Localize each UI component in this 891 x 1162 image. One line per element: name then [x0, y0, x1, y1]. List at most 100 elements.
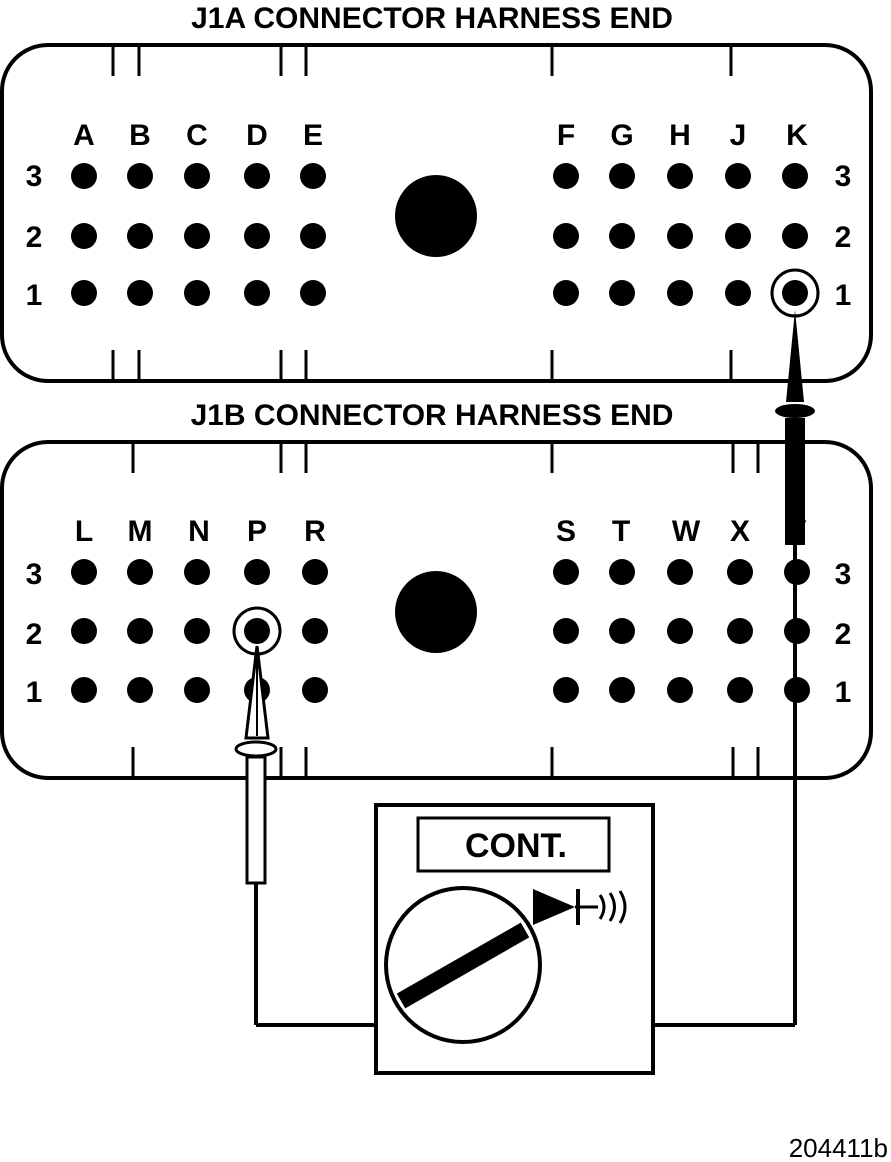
j1a-center-post — [395, 175, 477, 257]
pin-n2 — [184, 618, 210, 644]
j1a-row-3-right: 3 — [835, 160, 852, 193]
multimeter: CONT. — [374, 803, 655, 1075]
j1a-col-h: H — [669, 119, 691, 152]
j1b-col-m: M — [128, 515, 153, 548]
j1b-row-2-right: 2 — [835, 618, 852, 651]
j1b-row-2-left: 2 — [26, 618, 43, 651]
pin-w3 — [667, 559, 693, 585]
multimeter-display-text: CONT. — [465, 827, 567, 865]
j1a-col-c: C — [186, 119, 208, 152]
figure-id: 204411b — [789, 1133, 888, 1162]
j1b-title: J1B CONNECTOR HARNESS END — [191, 399, 674, 432]
j1a-row-1-left: 1 — [26, 279, 43, 312]
j1b-col-s: S — [556, 515, 576, 548]
pin-b3 — [127, 163, 153, 189]
probe-right — [653, 310, 815, 1027]
pin-j1 — [725, 280, 751, 306]
j1a-row-2-left: 2 — [26, 221, 43, 254]
pin-s2 — [553, 618, 579, 644]
pin-h3 — [667, 163, 693, 189]
pin-f3 — [553, 163, 579, 189]
diode-continuity-icon — [533, 889, 627, 925]
pin-c2 — [184, 223, 210, 249]
pin-w2 — [667, 618, 693, 644]
pin-k2 — [782, 223, 808, 249]
pin-h2 — [667, 223, 693, 249]
j1a-connector: J1A CONNECTOR HARNESS END A B C D E F G … — [0, 2, 873, 383]
j1b-col-x: X — [730, 515, 750, 548]
probe-right-handle — [785, 418, 805, 545]
pin-d2 — [244, 223, 270, 249]
pin-a3 — [71, 163, 97, 189]
j1a-pin-grid — [71, 163, 808, 306]
pin-b2 — [127, 223, 153, 249]
j1b-key-ticks — [131, 442, 760, 778]
j1b-connector: J1B CONNECTOR HARNESS END L M N P R S T … — [0, 399, 873, 780]
j1b-col-r: R — [304, 515, 326, 548]
pin-l2 — [71, 618, 97, 644]
j1b-col-t: T — [612, 515, 630, 548]
probe-left-handle — [245, 755, 267, 885]
pin-n1 — [184, 677, 210, 703]
pin-p3 — [244, 559, 270, 585]
multimeter-selector-pointer — [396, 922, 530, 1009]
pin-e3 — [300, 163, 326, 189]
j1a-col-k: K — [786, 119, 808, 152]
pin-s3 — [553, 559, 579, 585]
pin-t2 — [609, 618, 635, 644]
pin-a1 — [71, 280, 97, 306]
pin-p2 — [244, 618, 270, 644]
j1a-row-1-right: 1 — [835, 279, 852, 312]
pin-l3 — [71, 559, 97, 585]
pin-d3 — [244, 163, 270, 189]
pin-x1 — [727, 677, 753, 703]
j1b-row-1-right: 1 — [835, 676, 852, 709]
pin-g3 — [609, 163, 635, 189]
j1a-title: J1A CONNECTOR HARNESS END — [191, 2, 673, 35]
pin-f2 — [553, 223, 579, 249]
pin-x3 — [727, 559, 753, 585]
pin-m2 — [127, 618, 153, 644]
j1a-col-d: D — [246, 119, 268, 152]
j1a-col-e: E — [303, 119, 323, 152]
j1b-col-l: L — [75, 515, 93, 548]
pin-m1 — [127, 677, 153, 703]
pin-c1 — [184, 280, 210, 306]
j1a-col-j: J — [730, 119, 747, 152]
pin-k1 — [782, 280, 808, 306]
j1b-pin-grid — [71, 559, 810, 703]
pin-e2 — [300, 223, 326, 249]
j1b-row-1-left: 1 — [26, 676, 43, 709]
pin-s1 — [553, 677, 579, 703]
pin-t1 — [609, 677, 635, 703]
pin-h1 — [667, 280, 693, 306]
pin-k3 — [782, 163, 808, 189]
pin-w1 — [667, 677, 693, 703]
pin-b1 — [127, 280, 153, 306]
j1a-row-3-left: 3 — [26, 160, 43, 193]
multimeter-display — [416, 816, 611, 873]
pin-d1 — [244, 280, 270, 306]
pin-c3 — [184, 163, 210, 189]
j1a-housing — [0, 43, 873, 383]
j1a-row-2-right: 2 — [835, 221, 852, 254]
j1a-col-g: G — [610, 119, 633, 152]
pin-t3 — [609, 559, 635, 585]
j1b-center-post — [395, 571, 477, 653]
j1a-col-b: B — [129, 119, 151, 152]
j1a-col-a: A — [73, 119, 95, 152]
j1b-row-3-right: 3 — [835, 558, 852, 591]
j1b-col-p: P — [247, 515, 267, 548]
pin-m3 — [127, 559, 153, 585]
probe-right-guard — [775, 404, 815, 418]
pin-x2 — [727, 618, 753, 644]
pin-r1 — [302, 677, 328, 703]
pin-j3 — [725, 163, 751, 189]
pin-n3 — [184, 559, 210, 585]
pin-g1 — [609, 280, 635, 306]
j1a-col-f: F — [557, 119, 575, 152]
probe-left-guard — [234, 740, 278, 758]
j1b-housing — [0, 440, 873, 780]
